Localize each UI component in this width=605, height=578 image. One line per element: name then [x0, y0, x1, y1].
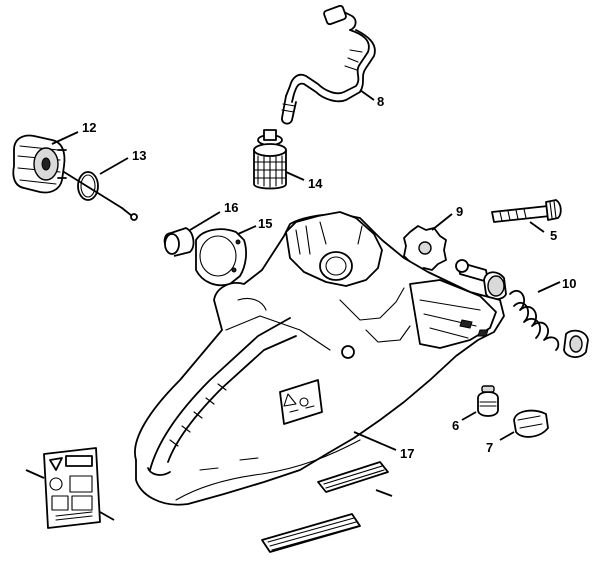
callout-15: 15 [258, 216, 272, 231]
grip-strip-decal-2 [261, 513, 361, 553]
callout-16: 16 [224, 200, 238, 215]
callout-8: 8 [377, 94, 384, 109]
callout-6: 6 [452, 418, 459, 433]
bushing-part [163, 227, 195, 257]
callout-5: 5 [550, 228, 557, 243]
fuel-filter-part [253, 129, 287, 190]
o-ring-part [63, 171, 138, 221]
callout-7: 7 [486, 440, 493, 455]
tank-housing-part [134, 211, 505, 506]
callout-12: 12 [82, 120, 96, 135]
valve-part [477, 385, 499, 417]
callout-10: 10 [562, 276, 576, 291]
grip-strip-decal-1 [317, 461, 389, 493]
callout-9: 9 [456, 204, 463, 219]
warning-decal-part [43, 447, 101, 529]
callout-14: 14 [308, 176, 323, 191]
plug-part [513, 409, 549, 438]
pickup-body-part [12, 134, 67, 194]
fuel-hose-part [281, 4, 376, 125]
bolt-part [491, 199, 562, 223]
cap-part [195, 228, 247, 287]
knob-part [403, 225, 447, 271]
callout-17: 17 [400, 446, 414, 461]
callout-13: 13 [132, 148, 146, 163]
